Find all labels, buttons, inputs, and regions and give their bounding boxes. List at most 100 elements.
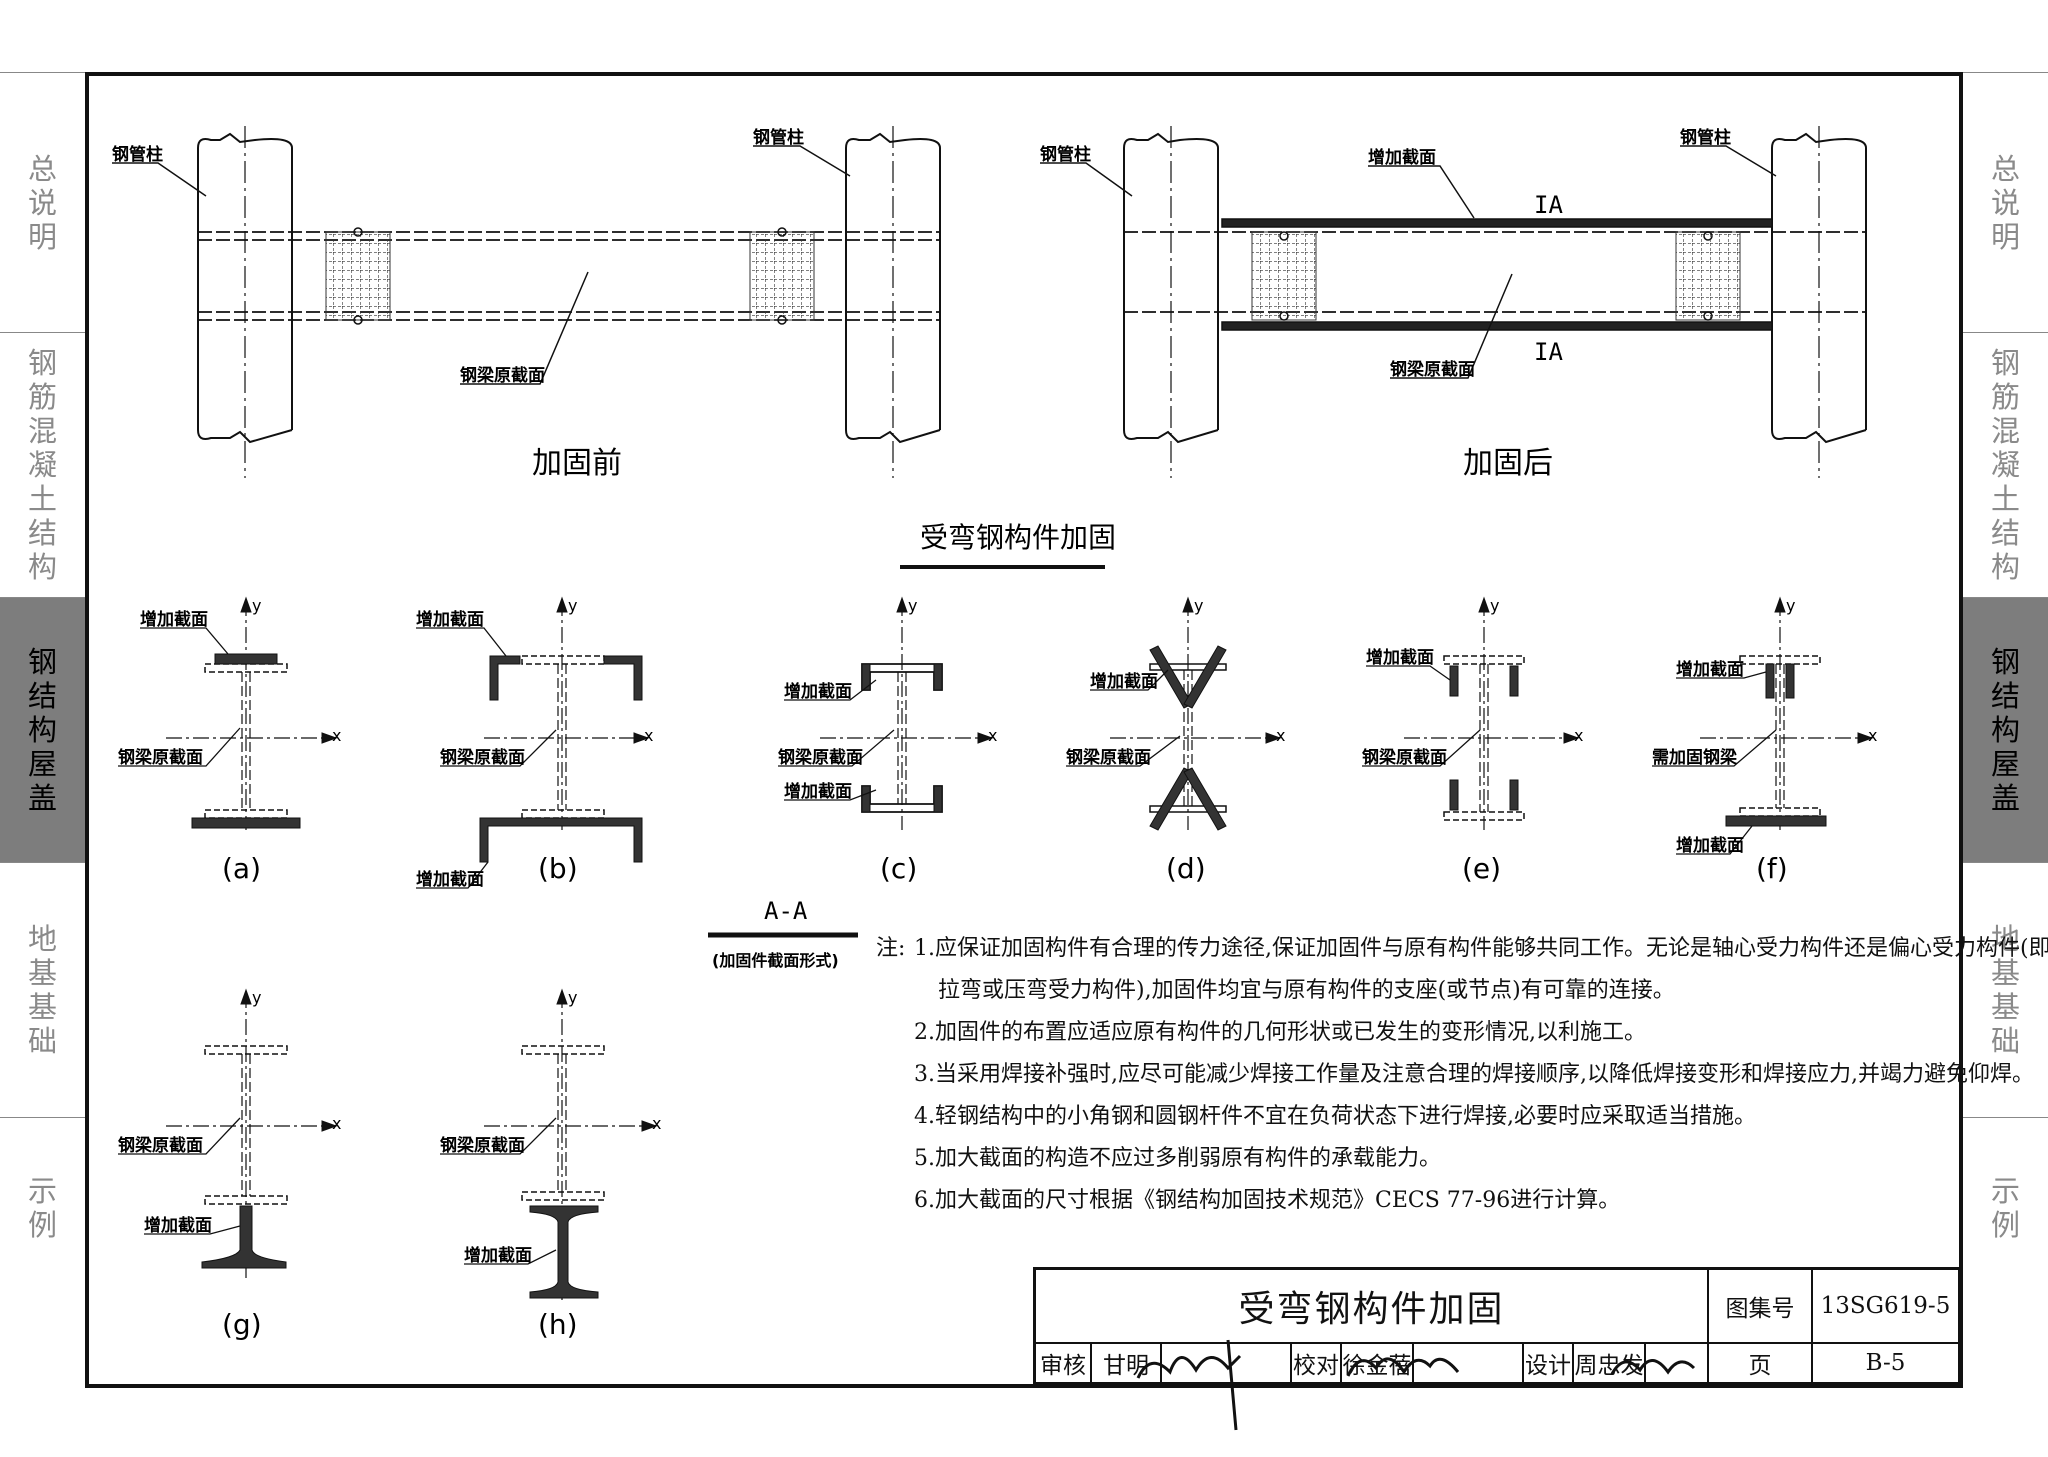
side-tab-general[interactable]: 总说明 [1963, 73, 2048, 333]
axis-y-label: y [252, 596, 261, 615]
label-column-right: 钢管柱 [753, 127, 804, 148]
side-tab-label: 地基基础 [28, 922, 57, 1058]
section-e-label: (e) [1462, 852, 1501, 885]
axis-y-label: y [908, 596, 917, 615]
axis-x-label: x [988, 726, 997, 745]
leader-line [1368, 165, 1475, 219]
section-f [1652, 596, 1874, 855]
section-h-label: (h) [538, 1308, 578, 1341]
side-tab-rc[interactable]: 钢筋混凝土结构 [1963, 333, 2048, 598]
side-tab-rc[interactable]: 钢筋混凝土结构 [0, 333, 85, 598]
aa-subtitle: (加固件截面形式) [712, 951, 839, 970]
left-side-tabs: 总说明 钢筋混凝土结构 钢结构屋盖 地基基础 示例 [0, 72, 85, 1393]
leader-line [753, 145, 851, 177]
axis-y-label: y [1786, 596, 1795, 615]
label-original-section: 钢梁原截面 [440, 1135, 525, 1156]
page-label: 页 [1709, 1344, 1813, 1382]
section-c-label: (c) [880, 852, 917, 885]
side-tab-char: 总 [1990, 151, 2020, 186]
section-g-label: (g) [222, 1308, 262, 1341]
designer-signature-cell [1646, 1344, 1709, 1382]
connection-plate-left [1251, 231, 1317, 321]
checker-signature-cell [1414, 1344, 1524, 1382]
side-tab-char: 土 [1990, 482, 2020, 516]
original-beam [198, 231, 940, 321]
section-g [118, 988, 338, 1280]
label-original-section: 钢梁原截面 [778, 747, 863, 768]
side-tab-steel-roof[interactable]: 钢结构屋盖 [0, 598, 85, 863]
side-tab-char: 地 [27, 922, 57, 956]
side-tab-char: 钢 [27, 346, 57, 380]
label-added-section: 增加截面 [464, 1245, 532, 1266]
side-tab-char: 凝 [1990, 448, 2020, 482]
section-mark-top: IA [1534, 191, 1563, 219]
leader-line [1680, 145, 1777, 177]
note-item: 4.轻钢结构中的小角钢和圆钢杆件不宜在负荷状态下进行焊接,必要时应采取适当措施。 [914, 1104, 1756, 1129]
note-item: 拉弯或压弯受力构件),加固件均宜与原有构件的支座(或节点)有可靠的连接。 [938, 978, 1675, 1003]
side-tab-char: 基 [1990, 990, 2020, 1024]
side-tab-example[interactable]: 示例 [1963, 1118, 2048, 1298]
side-tab-char: 础 [27, 1024, 57, 1058]
side-tab-char: 础 [1990, 1024, 2020, 1058]
side-tab-char: 凝 [27, 448, 57, 482]
axis-x-label: x [332, 1114, 341, 1133]
label-column-left: 钢管柱 [1040, 144, 1091, 165]
section-d-label: (d) [1166, 852, 1206, 885]
side-tab-char: 混 [27, 414, 57, 448]
section-h [440, 988, 658, 1300]
axis-y-label: y [1194, 596, 1203, 615]
side-tab-char: 例 [1990, 1208, 2020, 1242]
side-tab-char: 说 [27, 185, 57, 220]
label-beam-to-strengthen: 需加固钢梁 [1652, 747, 1738, 768]
side-tab-steel-roof[interactable]: 钢结构屋盖 [1963, 598, 2048, 863]
label-added-section-bottom: 增加截面 [1676, 835, 1744, 856]
side-tab-char: 结 [27, 679, 57, 713]
side-tab-char: 地 [1990, 922, 2020, 956]
section-heading: 受弯钢构件加固 [920, 521, 1116, 554]
added-plate-bottom [1221, 321, 1773, 331]
section-b-label: (b) [538, 852, 578, 885]
side-tab-label: 示例 [28, 1174, 57, 1242]
label-beam-original: 钢梁原截面 [1390, 359, 1475, 380]
side-tab-char: 结 [1990, 516, 2020, 550]
label-added-section: 增加截面 [144, 1215, 212, 1236]
signature-designer [1610, 1359, 1696, 1375]
side-tab-char: 构 [1990, 713, 2020, 747]
leader-line [460, 271, 589, 385]
label-added-section-top: 增加截面 [784, 681, 852, 702]
steel-pipe-column-right [1771, 126, 1867, 478]
signature-checker [1346, 1357, 1460, 1377]
side-tab-label: 总说明 [1991, 152, 2020, 254]
caption-before: 加固前 [532, 446, 622, 481]
steel-pipe-column-right [845, 126, 941, 478]
leader-line [1390, 273, 1513, 379]
side-tab-foundation[interactable]: 地基基础 [0, 863, 85, 1118]
axis-y-label: y [1490, 596, 1499, 615]
title-block: 受弯钢构件加固 图集号 13SG619-5 审核 甘明 校对 徐金蓓 设计 周忠… [1033, 1267, 1961, 1385]
caption-after: 加固后 [1463, 446, 1553, 481]
side-tab-char: 筋 [27, 380, 57, 414]
side-tab-char: 屋 [27, 747, 57, 781]
section-b [416, 596, 650, 889]
note-item: 5.加大截面的构造不应过多削弱原有构件的承载能力。 [914, 1146, 1441, 1171]
section-d [1066, 596, 1282, 831]
axis-y-label: y [568, 988, 577, 1007]
label-original-section: 钢梁原截面 [118, 1135, 203, 1156]
right-side-tabs: 总说明 钢筋混凝土结构 钢结构屋盖 地基基础 示例 [1963, 72, 2048, 1393]
label-added-section: 增加截面 [140, 609, 208, 630]
side-tab-char: 钢 [27, 645, 57, 679]
connection-plate-right [749, 231, 815, 321]
side-tab-char: 基 [1990, 956, 2020, 990]
side-tab-foundation[interactable]: 地基基础 [1963, 863, 2048, 1118]
axis-x-label: x [1574, 726, 1583, 745]
side-tab-char: 盖 [1990, 781, 2020, 815]
side-tab-example[interactable]: 示例 [0, 1118, 85, 1298]
leader-line [1040, 162, 1133, 197]
plan-before [112, 126, 941, 478]
side-tab-general[interactable]: 总说明 [0, 73, 85, 333]
section-f-label: (f) [1756, 852, 1788, 885]
note-item: 3.当采用焊接补强时,应尽可能减少焊接工作量及注意合理的焊接顺序,以降低焊接变形… [914, 1062, 2034, 1087]
section-a [118, 596, 338, 830]
side-tab-char: 盖 [27, 781, 57, 815]
